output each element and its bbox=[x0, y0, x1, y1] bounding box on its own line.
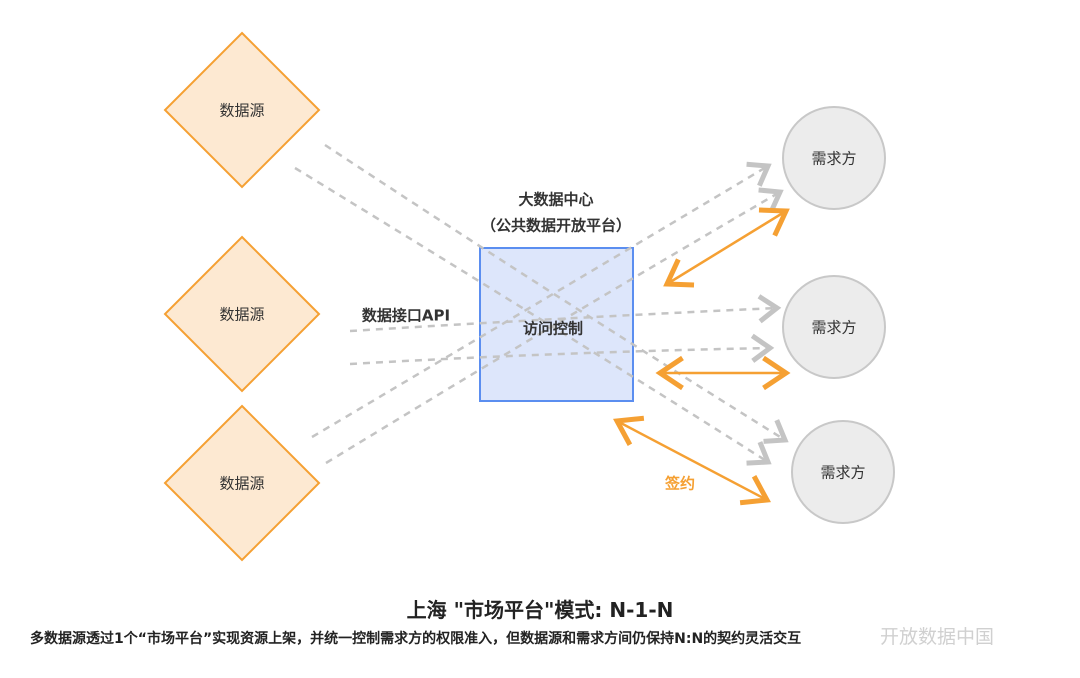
consumer-circle-1 bbox=[782, 106, 886, 210]
source-label-2: 数据源 bbox=[219, 305, 265, 324]
contract-arrows bbox=[613, 207, 791, 506]
source-label-1: 数据源 bbox=[219, 101, 265, 120]
consumer-circle-3 bbox=[791, 420, 895, 524]
center-box-label: 访问控制 bbox=[522, 319, 584, 338]
api-label: 数据接口API bbox=[361, 306, 451, 325]
caption-title: 上海 "市场平台"模式: N-1-N bbox=[406, 598, 674, 622]
source-diamond-3 bbox=[163, 404, 321, 562]
contract-label: 签约 bbox=[664, 474, 696, 493]
source-label-3: 数据源 bbox=[219, 474, 265, 493]
source-diamond-2 bbox=[163, 235, 321, 393]
caption-subtitle: 多数据源透过1个“市场平台”实现资源上架，并统一控制需求方的权限准入，但数据源和… bbox=[30, 631, 802, 647]
source-diamond-1 bbox=[163, 31, 321, 189]
watermark: 开放数据中国 bbox=[880, 626, 995, 648]
consumer-label-2: 需求方 bbox=[811, 318, 857, 337]
center-title: 大数据中心 bbox=[518, 190, 594, 209]
consumer-label-3: 需求方 bbox=[820, 463, 866, 482]
center-subtitle: （公共数据开放平台） bbox=[480, 216, 632, 235]
consumer-label-1: 需求方 bbox=[811, 149, 857, 168]
consumer-circle-2 bbox=[782, 275, 886, 379]
